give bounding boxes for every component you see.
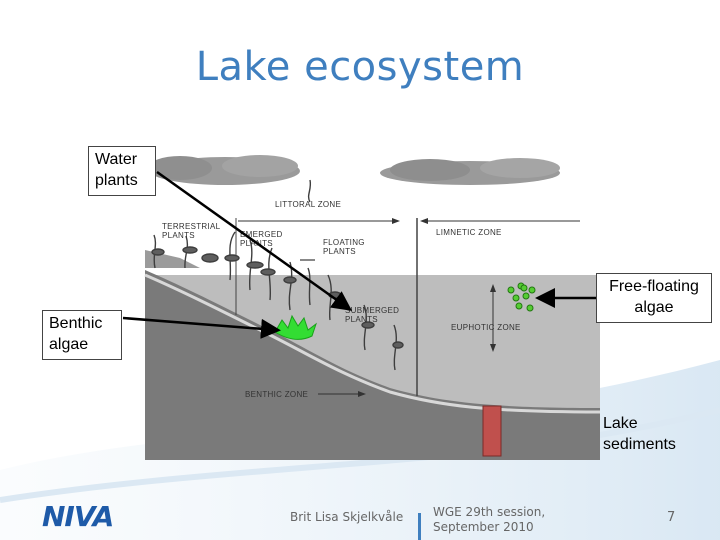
page-number: 7 — [667, 510, 676, 525]
lake-diagram — [144, 155, 600, 460]
page-title: Lake ecosystem — [195, 44, 525, 90]
zone-euphotic-label: EUPHOTIC ZONE — [451, 323, 521, 332]
niva-logo: NIVA — [42, 500, 114, 533]
free-floating-algae-callout: Free-floating algae — [596, 273, 712, 323]
footer-author: Brit Lisa Skjelkvåle — [290, 510, 404, 524]
lake-sediments-label: Lake sediments — [603, 415, 676, 453]
zone-benthic-label: BENTHIC ZONE — [245, 390, 309, 399]
benthic-algae-arrow — [122, 316, 281, 339]
water-plants-callout: Water plants — [88, 146, 156, 196]
benthic-algae-patch — [274, 314, 317, 340]
zone-terrestrial-label: TERRESTRIAL PLANTS — [162, 222, 221, 240]
footer-separator — [418, 513, 421, 540]
zone-limnetic-label: LIMNETIC ZONE — [436, 228, 502, 237]
sediment-core — [482, 405, 502, 457]
water-plants-arrow — [156, 170, 353, 311]
zone-submerged-label: SUBMERGED PLANTS — [345, 306, 400, 324]
free-floating-algae-dots — [507, 282, 536, 312]
benthic-algae-callout: Benthic algae — [42, 310, 122, 360]
footer-event: WGE 29th session, September 2010 — [433, 505, 546, 534]
zone-floating-label: FLOATING PLANTS — [323, 238, 365, 256]
zone-littoral-label: LITTORAL ZONE — [275, 200, 342, 209]
